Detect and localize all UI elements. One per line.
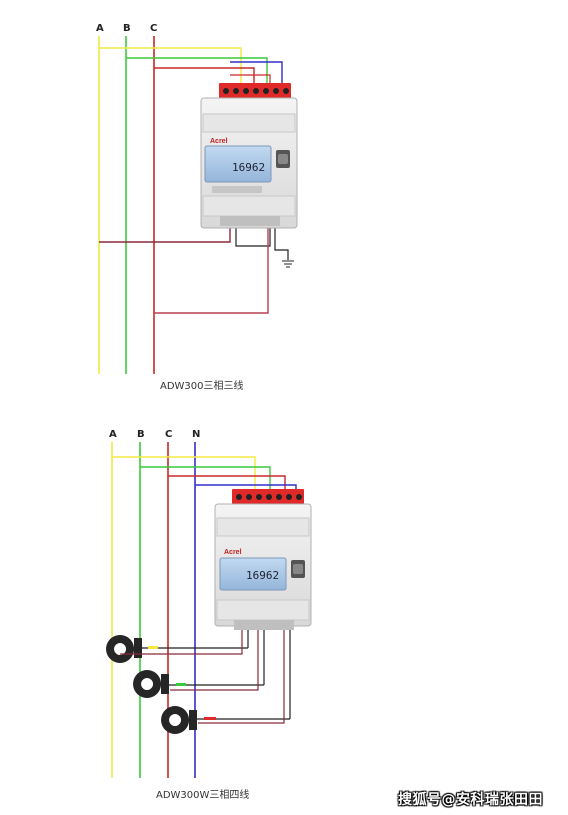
wire-black-bottom — [235, 222, 271, 247]
watermark: 搜狐号@安科瑞张田田 — [398, 792, 543, 808]
wire-c-bottom — [154, 222, 269, 314]
meter-reading: 16962 — [232, 161, 265, 174]
wire-ct-return-3 — [198, 628, 285, 724]
phase-label-a: A — [109, 429, 117, 440]
wire-blue-to-meter — [230, 61, 283, 84]
wire-ct-return-2 — [170, 628, 259, 691]
diagram-three-phase-four-wire: Acrel 16962 A B C N ADW300W三相四线 — [106, 429, 312, 801]
ground-icon — [282, 260, 294, 268]
caption: ADW300W三相四线 — [156, 788, 249, 801]
phase-label-b: B — [123, 23, 131, 34]
ct-b — [133, 628, 265, 698]
phase-label-n: N — [192, 429, 200, 440]
ct-a — [106, 628, 249, 663]
meter-brand: Acrel — [210, 138, 228, 145]
phase-label-a: A — [96, 23, 104, 34]
wire-ground — [274, 222, 289, 260]
wire-c-to-meter — [154, 67, 255, 84]
caption: ADW300三相三线 — [160, 379, 244, 392]
wire-c-to-meter — [168, 475, 286, 489]
wire-a-to-meter — [99, 47, 242, 84]
meter-brand: Acrel — [224, 549, 242, 556]
meter-reading: 16962 — [246, 569, 279, 582]
wire-a-bottom — [99, 222, 231, 243]
meter-device: Acrel 16962 — [214, 489, 312, 630]
phase-label-c: C — [150, 23, 157, 34]
diagram-three-phase-three-wire: Acrel 16962 A B C ADW300三相三线 — [96, 23, 298, 392]
meter-device: Acrel 16962 — [200, 83, 298, 229]
phase-label-b: B — [137, 429, 145, 440]
wire-red2-to-meter — [230, 74, 271, 84]
wire-ct-return-1 — [120, 628, 243, 655]
wire-a-to-meter — [112, 456, 256, 489]
wire-n-to-meter — [195, 484, 297, 489]
phase-label-c: C — [165, 429, 172, 440]
wire-b-to-meter — [140, 466, 271, 489]
ct-c — [161, 628, 291, 734]
